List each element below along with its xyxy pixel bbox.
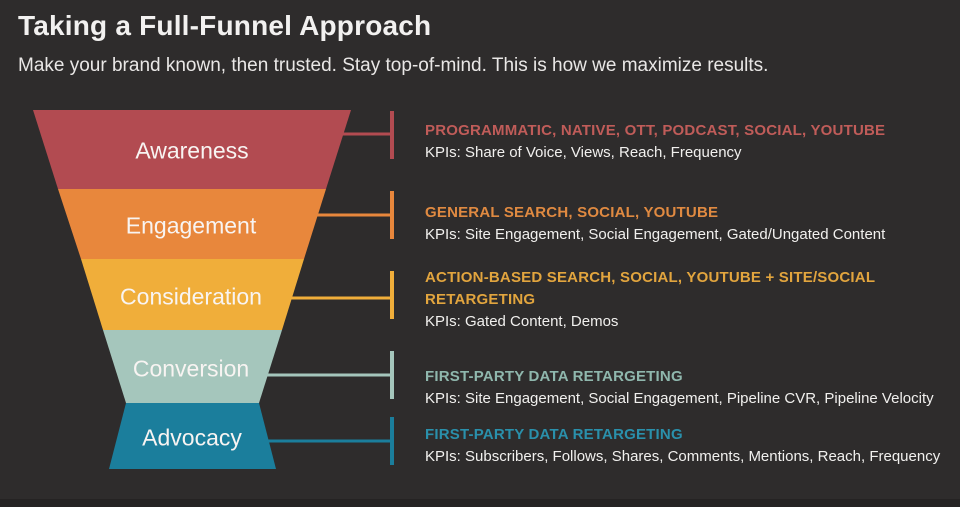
stage-annotation-engagement: GENERAL SEARCH, SOCIAL, YOUTUBE KPIs: Si…: [425, 202, 945, 245]
kpi-text: KPIs: Site Engagement, Social Engagement…: [425, 226, 886, 243]
channels-heading: FIRST-PARTY DATA RETARGETING: [425, 426, 683, 443]
kpi-text: KPIs: Site Engagement, Social Engagement…: [425, 390, 934, 407]
funnel-stage-label-advocacy: Advocacy: [142, 424, 242, 451]
funnel-stage-label-consideration: Consideration: [120, 283, 262, 310]
funnel-stage-shape-consideration: [81, 259, 304, 330]
kpi-text: KPIs: Gated Content, Demos: [425, 313, 619, 330]
stage-annotation-consideration: ACTION-BASED SEARCH, SOCIAL, YOUTUBE + S…: [425, 267, 945, 332]
funnel-stage-label-awareness: Awareness: [135, 137, 249, 164]
kpi-text: KPIs: Subscribers, Follows, Shares, Comm…: [425, 448, 941, 465]
funnel-stage-label-conversion: Conversion: [132, 355, 250, 382]
stage-annotation-conversion: FIRST-PARTY DATA RETARGETING KPIs: Site …: [425, 366, 945, 409]
funnel-stage-shape-advocacy: [109, 403, 276, 469]
channels-heading: ACTION-BASED SEARCH, SOCIAL, YOUTUBE + S…: [425, 269, 875, 308]
page-subtitle: Make your brand known, then trusted. Sta…: [18, 55, 769, 76]
bottom-strip: [0, 499, 960, 507]
kpi-text: KPIs: Share of Voice, Views, Reach, Freq…: [425, 144, 742, 161]
stage-annotation-advocacy: FIRST-PARTY DATA RETARGETING KPIs: Subsc…: [425, 424, 945, 467]
channels-heading: PROGRAMMATIC, NATIVE, OTT, PODCAST, SOCI…: [425, 122, 886, 139]
funnel-stage-shape-engagement: [58, 189, 326, 259]
channels-heading: FIRST-PARTY DATA RETARGETING: [425, 368, 683, 385]
page-title: Taking a Full-Funnel Approach: [18, 10, 432, 41]
channels-heading: GENERAL SEARCH, SOCIAL, YOUTUBE: [425, 204, 719, 221]
funnel-stage-shape-conversion: [103, 330, 282, 403]
stage-annotation-awareness: PROGRAMMATIC, NATIVE, OTT, PODCAST, SOCI…: [425, 120, 945, 163]
funnel-stage-label-engagement: Engagement: [125, 212, 257, 239]
funnel-stage-shape-awareness: [33, 110, 351, 189]
